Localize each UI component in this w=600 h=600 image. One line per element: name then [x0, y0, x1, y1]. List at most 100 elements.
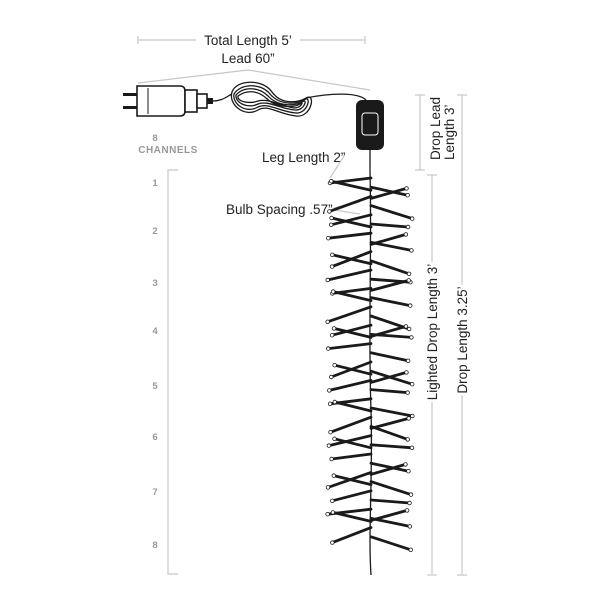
led-leg-right — [369, 424, 410, 441]
led-leg-right — [369, 351, 410, 363]
led-bulb — [406, 469, 411, 474]
channel-number-8: 8 — [152, 540, 157, 551]
main-drop-wire — [369, 171, 373, 576]
led-bulb — [404, 186, 409, 191]
led-bulb — [328, 222, 334, 227]
bulb-spacing-label: Bulb Spacing .57” — [226, 202, 333, 217]
led-leg-right — [369, 388, 410, 395]
channel-number-4: 4 — [152, 326, 158, 337]
led-bulb — [329, 264, 335, 269]
led-bulb — [326, 346, 331, 351]
led-leg-right — [369, 185, 410, 197]
led-bulb — [408, 547, 413, 552]
led-bulb — [405, 358, 411, 363]
total-length-label: Total Length 5’ — [204, 33, 292, 48]
channel-number-6: 6 — [152, 432, 157, 443]
drop-lead-label-bg — [425, 100, 455, 165]
plug-collar — [184, 89, 198, 113]
total-length-label-bg — [196, 30, 300, 50]
led-bulb — [330, 252, 335, 257]
led-bulb — [410, 413, 415, 419]
plug-prong-bottom — [123, 106, 137, 109]
lead-dimension-line — [137, 69, 371, 91]
coil-loop-2 — [233, 85, 309, 114]
led-leg-right — [369, 462, 407, 476]
led-leg-left — [326, 268, 373, 282]
led-bulb — [330, 498, 335, 503]
channels-header: 8 CHANNELS — [138, 133, 198, 156]
led-leg-left — [333, 363, 373, 376]
lighted-drop-label: Lighted Drop Length 3’ — [425, 264, 440, 401]
led-bulb — [327, 209, 332, 214]
bulb-spacing-annotation: Bulb Spacing .57” — [226, 201, 361, 217]
led-leg-right — [369, 232, 408, 246]
led-leg-left — [332, 474, 373, 487]
channel-number-3: 3 — [152, 278, 157, 289]
led-bulb — [405, 224, 411, 230]
led-bulb — [330, 540, 335, 545]
plug-body — [136, 85, 186, 117]
led-bulb — [404, 508, 410, 513]
channel-number-7: 7 — [152, 487, 157, 498]
led-bulb — [410, 216, 415, 221]
led-bulb — [327, 401, 333, 406]
led-bulb — [406, 278, 411, 283]
led-bulb — [407, 524, 413, 529]
led-leg-right — [369, 406, 414, 418]
led-bulb — [406, 271, 412, 276]
led-bulb — [409, 382, 415, 387]
led-bulb — [330, 289, 336, 294]
led-leg-left — [327, 434, 373, 448]
coil-loop-4 — [237, 91, 303, 109]
led-leg-right — [369, 480, 413, 497]
led-bulb — [329, 215, 334, 221]
led-bulb — [331, 326, 337, 331]
led-leg-left — [333, 400, 373, 413]
lead-label: Lead 60” — [221, 51, 274, 66]
led-leg-right — [369, 204, 414, 221]
led-leg-left — [330, 452, 373, 461]
led-bulb — [328, 430, 333, 435]
light-strand — [325, 150, 415, 576]
channel-number-1: 1 — [152, 178, 158, 189]
led-leg-left — [327, 194, 373, 213]
led-leg-right — [369, 278, 411, 292]
coiled-lead-wire — [212, 81, 367, 117]
led-bulb — [408, 492, 414, 497]
led-bulb — [406, 326, 412, 332]
led-bulb — [403, 232, 409, 237]
plug — [123, 85, 213, 117]
led-bulb — [403, 462, 408, 467]
drop-lead-dimension: Drop Lead Length 3’ — [415, 94, 457, 171]
channels-word: CHANNELS — [138, 145, 198, 156]
led-bulb — [325, 512, 330, 517]
led-leg-right — [369, 370, 408, 384]
led-leg-right — [369, 416, 411, 430]
led-bulb — [331, 473, 336, 478]
led-leg-right — [369, 296, 412, 308]
lead-wire-to-controller — [305, 93, 367, 101]
led-bulb — [405, 437, 410, 442]
channels-bracket — [167, 169, 178, 575]
led-bulb — [329, 456, 334, 462]
lead-wire-start — [212, 93, 233, 102]
plug-cord-end — [207, 98, 213, 104]
led-bulb — [409, 445, 415, 450]
led-leg-left — [330, 323, 373, 337]
led-leg-left — [330, 489, 373, 503]
led-leg-left — [330, 216, 373, 229]
led-leg-left — [326, 342, 373, 351]
led-bulb — [405, 192, 410, 198]
led-bulb — [325, 319, 330, 324]
led-leg-left — [332, 326, 373, 339]
led-bulb — [325, 277, 330, 283]
drop-length-label: Drop Length 3.25’ — [455, 286, 470, 393]
led-leg-left — [327, 378, 373, 392]
led-leg-left — [326, 231, 373, 240]
led-bulb — [406, 416, 411, 421]
leg-length-label: Leg Length 2” — [262, 150, 345, 165]
channels-count: 8 — [152, 133, 157, 144]
led-bulb — [329, 374, 334, 380]
